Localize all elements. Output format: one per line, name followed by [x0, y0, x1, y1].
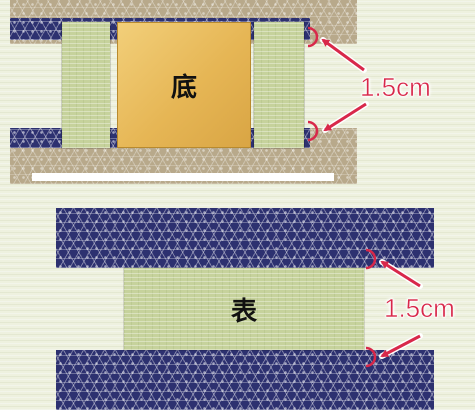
top-white-bar	[32, 173, 334, 181]
arrow-icon	[379, 333, 423, 359]
top-measurement-label: 1.5cm	[360, 72, 431, 103]
notch-marker-icon	[307, 26, 319, 48]
bottom-indigo-upper-band	[56, 208, 434, 268]
notch-marker-icon	[307, 120, 319, 142]
top-tatami-left	[62, 22, 110, 148]
top-face-panel: 表	[124, 268, 364, 350]
top-tatami-right	[254, 22, 304, 148]
arrow-icon	[320, 37, 367, 73]
bottom-face-panel: 底	[117, 22, 251, 148]
arrow-icon	[322, 101, 369, 133]
arrow-icon	[379, 259, 423, 289]
bottom-face-label: 底	[170, 72, 197, 103]
notch-marker-icon	[365, 248, 377, 270]
top-face-label: 表	[230, 296, 257, 327]
bottom-measurement-label: 1.5cm	[384, 293, 455, 324]
bottom-indigo-lower-band	[56, 350, 434, 410]
notch-marker-icon	[365, 346, 377, 368]
